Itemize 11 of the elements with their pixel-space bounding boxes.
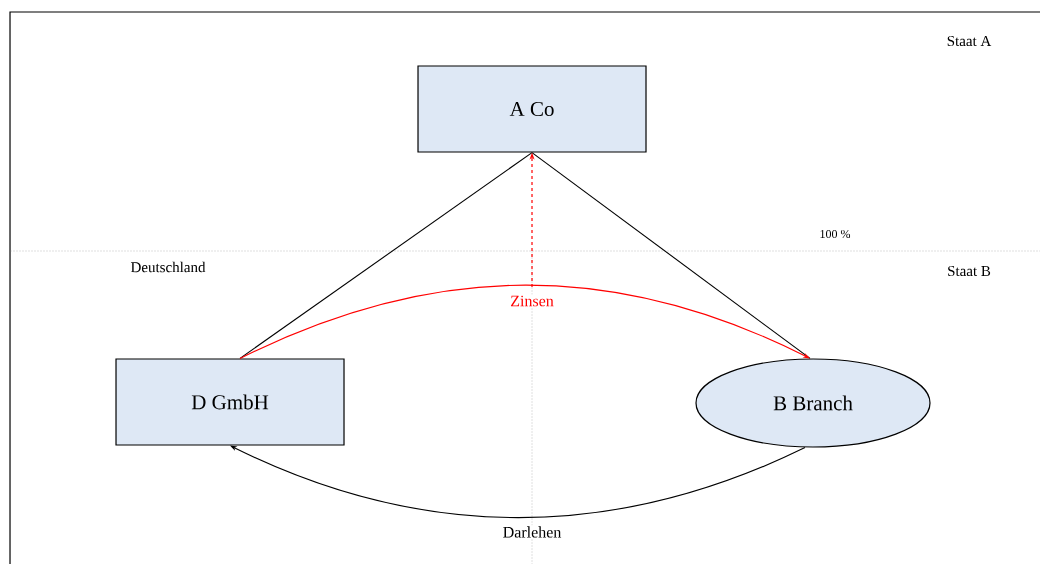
percentage-label: 100 % — [820, 229, 851, 239]
connector-line — [531, 152, 811, 359]
region-label: Staat B — [948, 265, 991, 277]
arrow — [230, 445, 806, 519]
region-label: Staat A — [947, 35, 992, 47]
edge-label: Zinsen — [509, 294, 555, 308]
entity-box: D GmbH — [115, 358, 345, 446]
arrow — [239, 284, 810, 359]
entity-box: A Co — [417, 65, 647, 153]
region-label: Deutschland — [130, 261, 206, 273]
edge-label: Darlehen — [501, 525, 563, 539]
